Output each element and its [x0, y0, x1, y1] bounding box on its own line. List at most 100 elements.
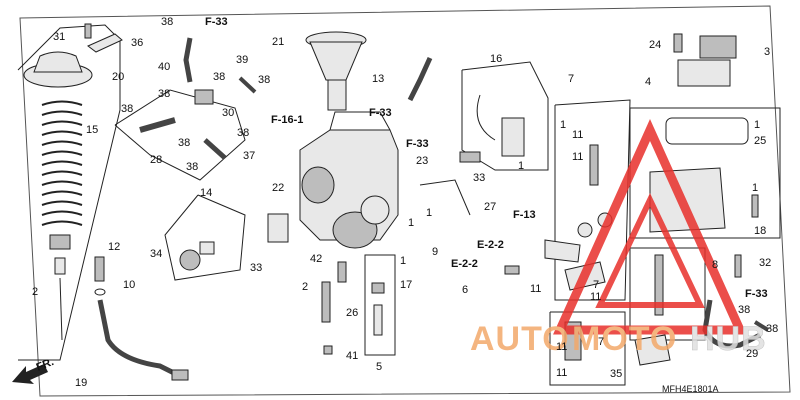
chamber-cover-top: [33, 51, 83, 73]
callout-c7a: 7: [568, 73, 574, 85]
hose-clamp: [171, 369, 189, 381]
callout-c11f: 11: [556, 367, 567, 379]
callout-c1d: 1: [400, 255, 406, 267]
callout-c11c: 11: [530, 283, 541, 295]
callout-c16: 16: [490, 53, 502, 65]
callout-c13: 13: [372, 73, 384, 85]
float-bowl-group: [629, 107, 781, 278]
callout-c19: 19: [75, 377, 87, 389]
callout-c11e: 11: [556, 341, 567, 353]
model-code: MFH4E1801A: [662, 384, 719, 394]
callout-e22b: E-2-2: [451, 258, 478, 270]
callout-c38f: 38: [178, 137, 190, 149]
callout-c38c: 38: [213, 71, 225, 83]
callout-c18: 18: [754, 225, 766, 237]
callout-c29: 29: [746, 348, 758, 360]
t-joint: [194, 89, 214, 105]
callout-c32: 32: [759, 257, 771, 269]
callout-e22a: E-2-2: [477, 239, 504, 251]
piston-seat: [49, 234, 71, 250]
watermark: AUTO MOTO HUB: [470, 119, 767, 358]
callout-c38i: 38: [738, 304, 750, 316]
callout-c38e: 38: [121, 103, 133, 115]
callout-c26: 26: [346, 307, 358, 319]
callout-c1b: 1: [408, 217, 414, 229]
callout-c34: 34: [150, 248, 162, 260]
drain-plug-35: [634, 334, 671, 366]
callout-c6: 6: [462, 284, 468, 296]
watermark-text-moto: MOTO: [572, 320, 677, 358]
callout-c2b: 2: [302, 281, 308, 293]
sensor-3: [673, 33, 737, 87]
callout-c1g: 1: [752, 182, 758, 194]
watermark-inner-triangle-icon: [595, 193, 705, 308]
callout-c1c: 1: [426, 207, 432, 219]
cover-screw: [84, 23, 92, 39]
sensor-14: [179, 249, 201, 271]
callout-c11a: 11: [572, 129, 583, 141]
hose-group: [114, 37, 257, 181]
callout-c9: 9: [432, 246, 438, 258]
float-8: [654, 254, 664, 316]
callout-c31: 31: [53, 31, 65, 43]
plate-33: [267, 213, 289, 243]
fr-arrow-icon: [12, 364, 48, 384]
callout-c41: 41: [346, 350, 358, 362]
jets-group: [321, 254, 396, 356]
callout-c12: 12: [108, 241, 120, 253]
callout-c23: 23: [416, 155, 428, 167]
callout-c38j: 38: [766, 323, 778, 335]
bowl-screw-32: [734, 254, 742, 278]
pump-cover-6: [544, 239, 581, 263]
spring: [41, 100, 83, 226]
callout-c4: 4: [645, 76, 651, 88]
sensor-coupler: [199, 241, 215, 255]
jet-17: [371, 282, 385, 294]
float-bowl-4: [649, 167, 726, 233]
callout-c1e: 1: [560, 119, 566, 131]
callout-c1f: 1: [754, 119, 760, 131]
jet-2: [321, 281, 331, 323]
diagram-frame: [19, 5, 791, 397]
jet-42: [337, 261, 347, 283]
callout-c14: 14: [200, 187, 212, 199]
callout-c1a: 1: [518, 160, 524, 172]
diaphragm-21: [305, 31, 367, 111]
hose-37: [203, 138, 227, 160]
hose-13: [407, 56, 433, 102]
bracket-23: [459, 151, 481, 163]
callout-c20: 20: [112, 71, 124, 83]
callout-c17: 17: [400, 279, 412, 291]
callout-c40: 40: [158, 61, 170, 73]
fitting-38: [753, 320, 770, 332]
callout-c28: 28: [150, 154, 162, 166]
drain-hose: [97, 299, 182, 379]
watermark-text-hub: HUB: [690, 320, 767, 358]
callout-c7b: 7: [593, 279, 599, 291]
cover-bracket: [87, 33, 123, 53]
callout-c38d: 38: [258, 74, 270, 86]
choke-linkage: [419, 179, 471, 216]
callout-f13: F-13: [513, 209, 536, 221]
hose-28: [139, 117, 176, 133]
callout-c33b: 33: [473, 172, 485, 184]
callout-f161: F-16-1: [271, 114, 303, 126]
callout-c35: 35: [610, 368, 622, 380]
callout-c8: 8: [712, 259, 718, 271]
pump-screw: [504, 265, 520, 275]
callout-c39: 39: [236, 54, 248, 66]
screw-41: [323, 345, 333, 355]
hose-40: [183, 37, 193, 83]
callout-c37: 37: [243, 150, 255, 162]
callout-c33a: 33: [250, 262, 262, 274]
heater-16: [501, 117, 525, 157]
callout-c11d: 11: [590, 291, 601, 303]
jet-needle: [59, 277, 63, 341]
callout-c30: 30: [222, 107, 234, 119]
needle-holder: [54, 257, 66, 275]
callout-c5: 5: [376, 361, 382, 373]
hose-39: [238, 76, 257, 94]
callout-c2a: 2: [32, 286, 38, 298]
